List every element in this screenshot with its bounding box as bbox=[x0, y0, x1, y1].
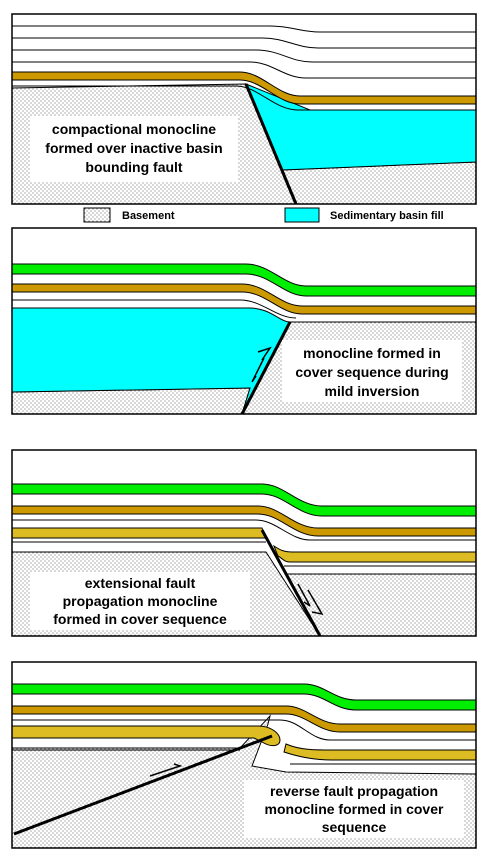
panel-2-label-line-1: monocline formed in bbox=[303, 345, 441, 361]
normal-fault bbox=[260, 529, 322, 637]
panel-1-label-line-3: bounding fault bbox=[85, 159, 183, 175]
fault-motion-arrow bbox=[149, 763, 183, 777]
legend-basement-swatch bbox=[83, 207, 111, 223]
cover-lines bbox=[12, 519, 476, 567]
panel-4-label-line-1: reverse fault propagation bbox=[270, 783, 438, 799]
panel-extensional-fault-propagation: extensional fault propagation monocline … bbox=[11, 449, 477, 637]
fault-motion-arrows bbox=[297, 583, 324, 616]
fault-motion-arrows bbox=[251, 346, 272, 383]
legend-basement-label: Basement bbox=[122, 210, 175, 222]
cover-line bbox=[12, 299, 297, 319]
legend-basin-fill-swatch bbox=[284, 207, 320, 223]
yellow-layer bbox=[11, 725, 281, 747]
reverse-fault bbox=[240, 321, 292, 415]
panel-compactional-monocline: compactional monocline formed over inact… bbox=[11, 13, 477, 205]
panel-3-label-line-3: formed in cover sequence bbox=[53, 611, 227, 627]
panel-mild-inversion: monocline formed in cover sequence durin… bbox=[11, 227, 477, 415]
panel-1-label-line-2: formed over inactive basin bbox=[45, 140, 222, 156]
panel-2-label-line-3: mild inversion bbox=[325, 383, 420, 399]
panel-3-label-line-2: propagation monocline bbox=[63, 593, 218, 609]
panel-1-label-line-1: compactional monocline bbox=[52, 121, 216, 137]
panel-4-label-line-2: monocline formed in cover bbox=[265, 801, 444, 817]
legend-basin-fill-label: Sedimentary basin fill bbox=[330, 210, 444, 222]
cover-lines bbox=[12, 25, 476, 111]
cover-lines bbox=[12, 719, 476, 765]
panel-reverse-fault-propagation: reverse fault propagation monocline form… bbox=[11, 661, 477, 849]
basin-bounding-fault bbox=[244, 83, 298, 205]
thrust-fault bbox=[13, 734, 273, 836]
legend: Basement Sedimentary basin fill bbox=[83, 207, 444, 223]
basin-fill bbox=[11, 307, 291, 415]
panel-3-label-line-1: extensional fault bbox=[85, 575, 196, 591]
yellow-layer bbox=[11, 527, 267, 539]
panel-4-label-line-3: sequence bbox=[322, 819, 387, 835]
panel-2-label-line-2: cover sequence during bbox=[295, 364, 448, 380]
